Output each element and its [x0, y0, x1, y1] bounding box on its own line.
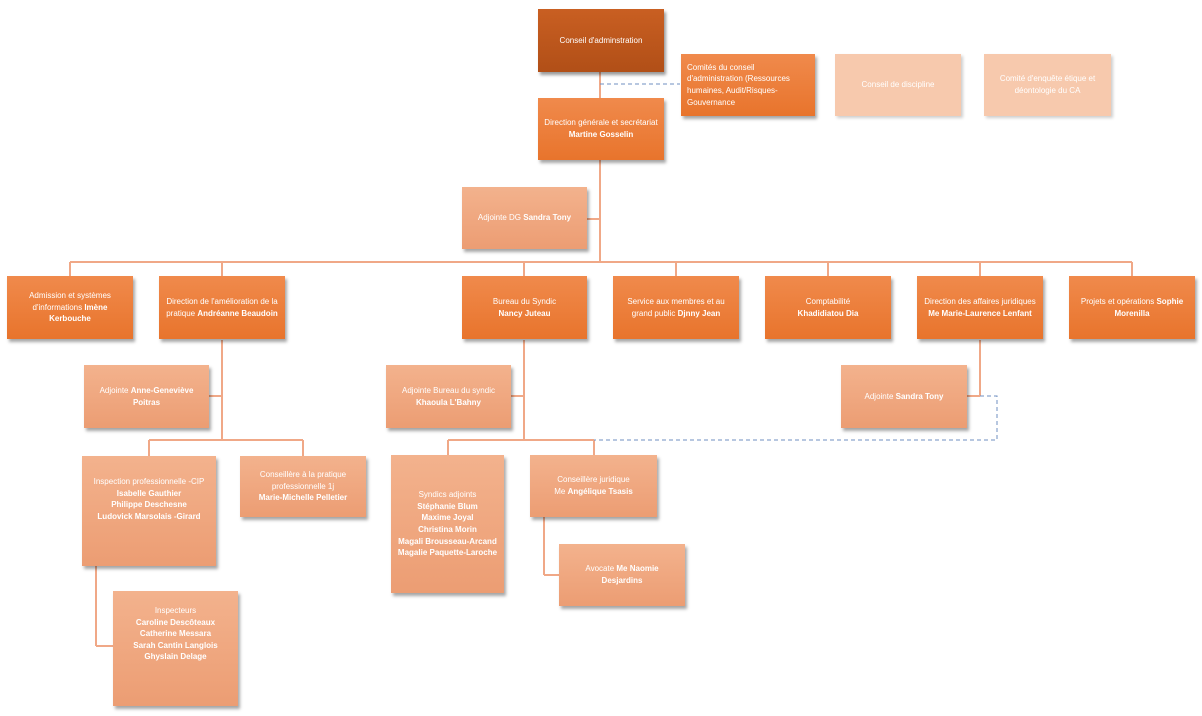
lawyer-name: Me Naomie Desjardins — [601, 564, 659, 585]
unit-admission-name: Imène Kerbouche — [49, 302, 108, 324]
dg-title: Direction générale et secrétariat — [544, 118, 658, 128]
unit-admission-title: Admission et systèmes d'informations — [29, 291, 111, 312]
inspectors-name: Sarah Cantin Langlois — [133, 640, 218, 650]
board-title: Conseil d'adminstration — [559, 35, 643, 45]
unit-members-name: Djnny Jean — [677, 308, 721, 318]
dg-adjoint-box: Adjointe DG Sandra Tony — [462, 187, 587, 249]
unit-members: Service aux membres et au grand public D… — [613, 276, 739, 339]
unit-projects-name: Sophie Morenilla — [1114, 296, 1184, 318]
unit-syndic-name: Nancy Juteau — [498, 308, 551, 318]
syndics-adjoints-title: Syndics adjoints — [418, 490, 477, 500]
discipline-box: Conseil de discipline — [835, 54, 961, 116]
legal-counsellor-name: Angélique Tsasis — [567, 487, 633, 496]
dg-box: Direction générale et secrétariat Martin… — [538, 98, 664, 160]
unit-admission: Admission et systèmes d'informations Imè… — [7, 276, 133, 339]
inspection-box: Inspection professionnelle -CIP Isabelle… — [82, 456, 216, 566]
inspectors-name: Caroline Descôteaux — [135, 617, 216, 627]
unit-syndic: Bureau du Syndic Nancy Juteau — [462, 276, 587, 339]
syndic-adjoint-name: Khaoula L'Bahny — [415, 397, 482, 407]
unit-legal: Direction des affaires juridiques Me Mar… — [917, 276, 1043, 339]
unit-projects: Projets et opérations Sophie Morenilla — [1069, 276, 1195, 339]
inspectors-title: Inspecteurs — [154, 606, 197, 615]
inspection-name: Philippe Deschesne — [111, 500, 187, 510]
dg-adjoint-title: Adjointe DG — [477, 213, 524, 223]
syndics-adjoints-name: Christina Morin — [418, 525, 477, 534]
inspection-name: Ludovick Marsolais -Girard — [97, 511, 201, 521]
unit-syndic-title: Bureau du Syndic — [492, 296, 557, 306]
lawyer-box: Avocate Me Naomie Desjardins — [559, 544, 685, 606]
legal-counsellor-prefix: Me — [554, 487, 568, 496]
legal-adjoint-title: Adjointe — [864, 391, 896, 401]
dg-name: Martine Gosselin — [568, 130, 634, 139]
unit-accounting-name: Khadidiatou Dia — [797, 308, 859, 318]
committees-box: Comités du conseil d'administration (Res… — [681, 54, 815, 116]
unit-legal-name: Me Marie-Laurence Lenfant — [928, 308, 1032, 318]
ethics-text: Comité d'enquête étique et déontologie d… — [999, 74, 1096, 95]
improvement-adjoint-name: Anne-Geneviève Poitras — [130, 385, 194, 407]
syndics-adjoints-name: Maxime Joyal — [421, 513, 474, 523]
legal-adjoint-name: Sandra Tony — [895, 391, 944, 401]
unit-projects-title: Projets et opérations — [1080, 296, 1157, 306]
unit-improvement: Direction de l'amélioration de la pratiq… — [159, 276, 285, 339]
inspection-name: Isabelle Gauthier — [116, 488, 182, 498]
improvement-adjoint-box: Adjointe Anne-Geneviève Poitras — [84, 365, 209, 428]
unit-legal-title: Direction des affaires juridiques — [924, 296, 1036, 306]
unit-improvement-name: Andréanne Beaudoin — [197, 308, 278, 318]
board-box: Conseil d'adminstration — [538, 9, 664, 72]
counsellor-practice-title: Conseillère à la pratique professionnell… — [259, 470, 347, 491]
unit-members-title: Service aux membres et au grand public — [627, 296, 725, 318]
syndics-adjoints-name: Magali Brousseau-Arcand — [398, 536, 497, 546]
inspectors-name: Ghyslain Delage — [144, 652, 207, 662]
counsellor-practice-box: Conseillère à la pratique professionnell… — [240, 456, 366, 517]
unit-improvement-title: Direction de l'amélioration de la pratiq… — [166, 296, 278, 318]
syndics-adjoints-name: Magalie Paquette-Laroche — [397, 548, 498, 558]
inspectors-box: Inspecteurs Caroline Descôteaux Catherin… — [113, 591, 238, 706]
syndics-adjoints-name: Stéphanie Blum — [417, 501, 478, 511]
syndics-adjoints-box: Syndics adjoints Stéphanie Blum Maxime J… — [391, 455, 504, 593]
legal-counsellor-title: Conseillère juridique — [557, 475, 630, 485]
dg-adjoint-name: Sandra Tony — [523, 213, 572, 223]
counsellor-practice-name: Marie-Michelle Pelletier — [258, 493, 348, 503]
syndic-adjoint-box: Adjointe Bureau du syndic Khaoula L'Bahn… — [386, 365, 511, 428]
legal-counsellor-box: Conseillère juridique Me Angélique Tsasi… — [530, 455, 657, 517]
improvement-adjoint-title: Adjointe — [99, 385, 131, 395]
ethics-box: Comité d'enquête étique et déontologie d… — [984, 54, 1111, 116]
unit-accounting-title: Comptabilité — [805, 296, 851, 306]
unit-accounting: Comptabilité Khadidiatou Dia — [765, 276, 891, 339]
lawyer-title: Avocate — [585, 564, 617, 574]
dashed-legal-syndic — [594, 395, 998, 441]
discipline-text: Conseil de discipline — [861, 80, 935, 90]
syndic-adjoint-title: Adjointe Bureau du syndic — [402, 385, 495, 395]
inspectors-name: Catherine Messara — [139, 629, 212, 639]
inspection-title: Inspection professionnelle -CIP — [93, 477, 205, 486]
legal-adjoint-box: Adjointe Sandra Tony — [841, 365, 967, 428]
committees-text: Comités du conseil d'administration (Res… — [687, 62, 790, 107]
